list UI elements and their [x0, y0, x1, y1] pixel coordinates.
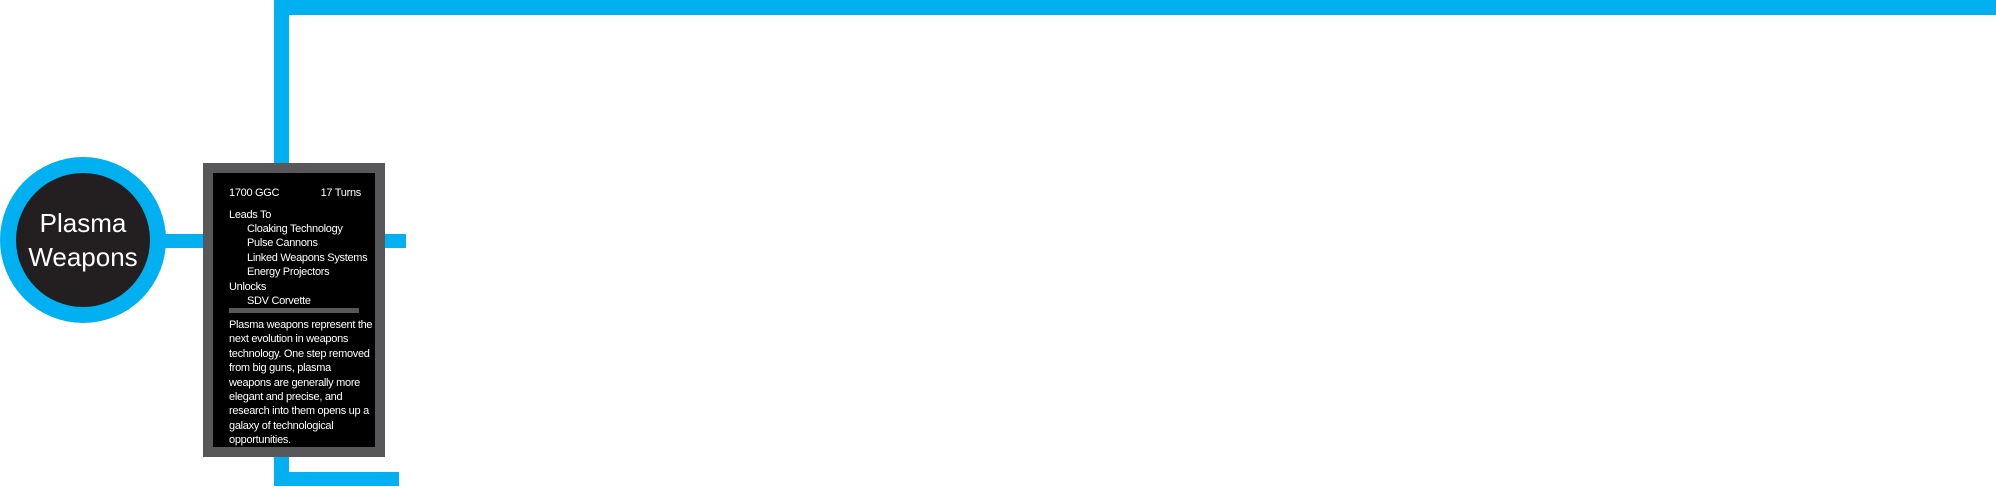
- tech-node-name-line2: Weapons: [28, 242, 138, 272]
- tech-node-name-line1: Plasma: [39, 208, 127, 238]
- tech-info-panel: 1700 GGC 17 Turns Leads To Cloaking Tech…: [203, 163, 385, 457]
- tech-node-label: Plasma Weapons: [16, 173, 150, 307]
- leads-to-item: Cloaking Technology: [247, 223, 343, 235]
- leads-to-list: Cloaking Technology Pulse Cannons Linked…: [247, 222, 368, 280]
- connector-top-horizontal: [274, 0, 1996, 15]
- unlocks-list: SDV Corvette: [247, 294, 311, 308]
- panel-divider: [229, 308, 359, 313]
- leads-to-item: Linked Weapons Systems: [247, 251, 368, 264]
- leads-to-label: Leads To: [229, 209, 272, 221]
- unlocks-label: Unlocks: [229, 281, 267, 293]
- connector-node-to-panel: [160, 234, 210, 248]
- cost-row: 1700 GGC 17 Turns: [229, 186, 361, 200]
- tech-info-panel-body: 1700 GGC 17 Turns Leads To Cloaking Tech…: [213, 173, 375, 447]
- connector-panel-right-stub: [380, 234, 406, 248]
- leads-to-item: Energy Projectors: [247, 266, 330, 279]
- tech-node-plasma-weapons[interactable]: Plasma Weapons: [0, 157, 166, 323]
- leads-to-item: Pulse Cannons: [247, 237, 318, 250]
- tech-description: Plasma weapons represent the next evolut…: [229, 319, 373, 447]
- connector-top-vertical: [274, 0, 289, 168]
- unlocks-item: SDV Corvette: [247, 295, 311, 307]
- connector-bottom-horizontal: [274, 472, 399, 486]
- research-cost: 1700 GGC: [229, 187, 280, 199]
- research-turns: 17 Turns: [320, 187, 362, 199]
